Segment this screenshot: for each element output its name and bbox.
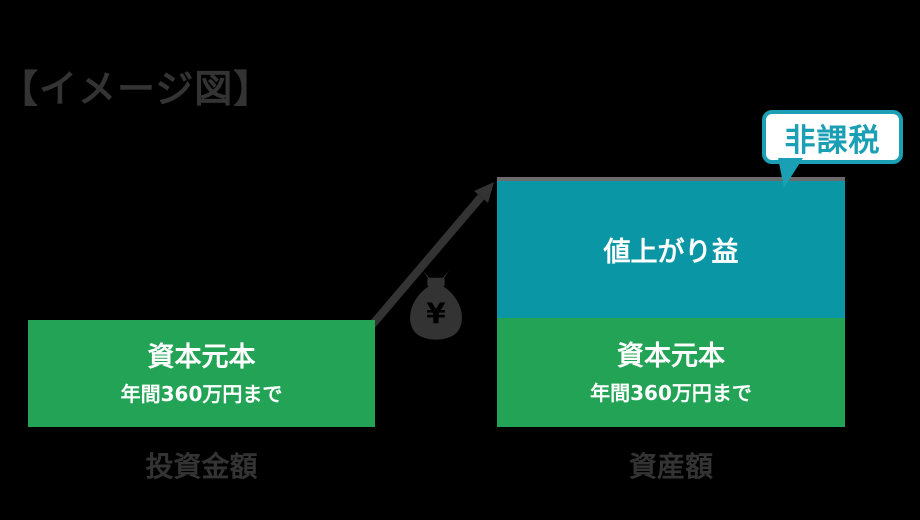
tax-free-badge-label: 非課税 xyxy=(784,122,881,159)
money-bag-icon: ¥ xyxy=(410,270,462,340)
left-bar-principal-title: 資本元本 xyxy=(147,342,256,374)
gain-block-title: 値上がり益 xyxy=(603,237,739,268)
right-bar-gain-block: 値上がり益 xyxy=(497,181,845,318)
tax-free-badge-tail xyxy=(778,158,803,188)
gain-block-top-edge xyxy=(497,177,845,181)
right-bar-principal-block: 資本元本 年間360万円まで xyxy=(497,318,845,427)
left-bar-x-label: 投資金額 xyxy=(145,450,258,483)
svg-text:¥: ¥ xyxy=(426,297,446,330)
tax-free-badge: 非課税 xyxy=(762,110,903,164)
left-bar-principal-block: 資本元本 年間360万円まで xyxy=(28,320,375,427)
right-bar-principal-title: 資本元本 xyxy=(617,341,725,373)
right-bar-principal-subtitle: 年間360万円まで xyxy=(590,380,752,405)
left-bar-principal-subtitle: 年間360万円まで xyxy=(120,381,283,406)
figure-title: 【イメージ図】 xyxy=(0,67,273,111)
right-bar-x-label: 資産額 xyxy=(628,450,713,483)
growth-arrow-icon xyxy=(368,182,494,328)
